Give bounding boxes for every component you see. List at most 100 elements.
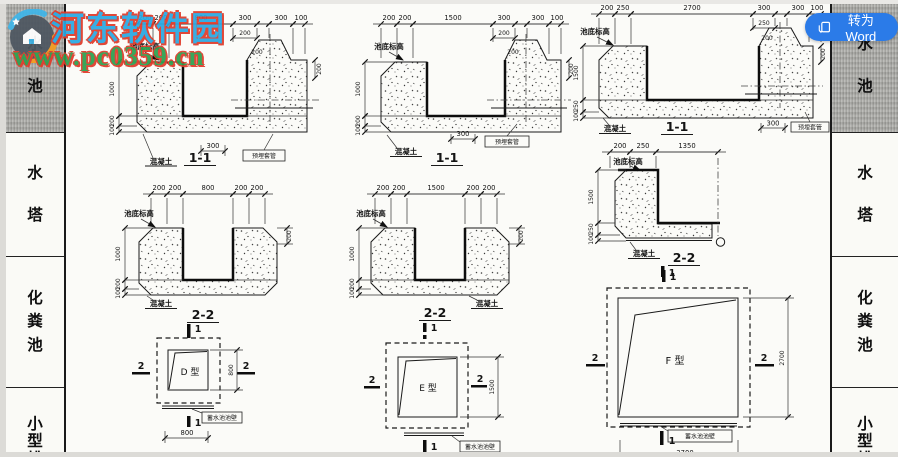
section-cut-number: 2 <box>369 375 376 386</box>
plan-type-e: E 型 2 2 1500 1 蓄水池池壁 <box>360 335 510 457</box>
concrete-label: 混凝土 <box>476 299 499 308</box>
dim-label: 1000 <box>349 246 356 261</box>
dim-label: 1500 <box>489 379 496 394</box>
dim-label: 200 <box>109 115 116 127</box>
section-cut-marker <box>586 364 605 367</box>
dim-label: 1500 <box>427 184 444 192</box>
elevation-label: 池底标高 <box>124 209 154 218</box>
dim-label: 200 <box>139 14 152 22</box>
dim-label: 200 <box>761 35 773 42</box>
sidebar-item-shuichi[interactable]: 水池 <box>6 0 64 133</box>
dim-label: 300 <box>457 130 470 138</box>
section-cut-number: 1 <box>195 418 202 429</box>
plan-type-label: D 型 <box>181 367 200 378</box>
dim-label: 300 <box>498 14 511 22</box>
page-top-edge <box>0 0 898 4</box>
dimension-lines <box>367 190 505 224</box>
plan-type-f: 1 F 型 2 2 2700 蓄水池池壁 1 2700 <box>575 268 825 457</box>
dim-label: 1500 <box>588 189 595 204</box>
dim-label: 300 <box>767 120 780 128</box>
convert-word-icon <box>818 21 831 33</box>
dim-label: 800 <box>195 14 208 22</box>
left-dimensions <box>361 58 395 136</box>
plan-type-d: D 型 2 2 800 蓄水池池壁 1 800 <box>110 332 300 457</box>
sidebar-item-shuita[interactable]: 水塔 <box>6 133 64 257</box>
section-cut-number: 1 <box>669 268 676 279</box>
dim-label: 250 <box>588 223 595 235</box>
section-cut-marker <box>660 431 664 445</box>
section-title: 1-1 <box>436 150 459 165</box>
sidebar-label: 小型排 <box>27 415 43 452</box>
concrete-section <box>380 39 562 133</box>
section-2-2-type-f: 200 250 1350 池底标高 1500 250 100 混凝土 2-2 1 <box>560 140 825 285</box>
right-index-column: 水池 水塔 化粪池 小型排 <box>830 0 898 452</box>
dim-label: 100 <box>349 287 356 299</box>
dim-label: 200 <box>467 184 480 192</box>
dim-label: 1350 <box>678 142 695 150</box>
left-dimensions <box>594 166 626 245</box>
dim-label: 1000 <box>109 81 116 96</box>
dimension-lines <box>129 20 313 58</box>
section-cut-number: 1 <box>431 442 438 452</box>
section-cut-marker <box>423 335 427 339</box>
dim-label: 1500 <box>573 65 580 80</box>
elevation-label: 池底标高 <box>356 209 386 218</box>
section-cut-marker <box>364 386 380 389</box>
left-dimensions <box>355 224 385 299</box>
dim-label: 200 <box>507 49 519 56</box>
dim-label: 300 <box>792 4 805 12</box>
sidebar-label: 化粪池 <box>857 290 873 354</box>
convert-button-label: 转为Word <box>845 13 877 44</box>
dim-label: 300 <box>758 4 771 12</box>
dim-label: 100 <box>551 14 564 22</box>
dim-label: 250 <box>637 142 650 150</box>
dim-label: 200 <box>518 230 525 242</box>
dim-label: 1500 <box>444 14 461 22</box>
dim-label: 200 <box>383 14 396 22</box>
section-cut-number: 1 <box>670 272 677 283</box>
excavation-outline <box>156 337 221 404</box>
section-cut-marker <box>662 270 666 282</box>
dim-label: 200 <box>820 48 827 60</box>
sidebar-item-huafenchi[interactable]: 化粪池 <box>832 257 898 388</box>
section-cut-marker <box>132 372 150 375</box>
sidebar-item-xiaoxingpai[interactable]: 小型排 <box>6 388 64 452</box>
sidebar-item-xiaoxingpai[interactable]: 小型排 <box>832 388 898 452</box>
section-title: 2-2 <box>192 307 215 322</box>
convert-to-word-button[interactable]: 转为Word <box>805 13 898 44</box>
dim-label: 200 <box>316 63 323 75</box>
dim-label: 200 <box>355 115 362 127</box>
section-title: 2-2 <box>424 305 447 320</box>
dim-label: 200 <box>169 184 182 192</box>
excavation-outline <box>385 342 469 429</box>
sleeve-label: 预埋套管 <box>252 152 276 160</box>
dim-label: 200 <box>377 184 390 192</box>
dim-label: 800 <box>202 184 215 192</box>
section-cut-marker <box>237 372 255 375</box>
left-dimensions <box>579 42 613 122</box>
dim-label: 200 <box>399 14 412 22</box>
sidebar-label: 水塔 <box>27 164 43 224</box>
dim-label: 300 <box>532 14 545 22</box>
tank-wall-outline <box>617 297 739 418</box>
sidebar-item-shuita[interactable]: 水塔 <box>832 133 898 257</box>
section-cut-marker <box>755 364 774 367</box>
dim-label: 100 <box>573 110 580 122</box>
dim-label: 250 <box>617 4 630 12</box>
sleeve-label: 预埋套管 <box>798 124 822 132</box>
dim-label: 200 <box>614 142 627 150</box>
dim-label: 200 <box>251 184 264 192</box>
dim-label: 100 <box>588 233 595 245</box>
tank-wall-outline <box>167 349 209 391</box>
section-2-2-type-e: 200 200 1500 200 200 池底标高 1000 200 100 2… <box>335 172 570 337</box>
section-cut-number: 2 <box>761 353 768 364</box>
section-title: 2-2 <box>673 250 696 265</box>
dim-label: 800 <box>228 364 235 376</box>
tank-wall-outline <box>397 356 458 418</box>
concrete-label: 混凝土 <box>604 124 627 133</box>
dim-label: 2700 <box>683 4 700 12</box>
sidebar-item-huafenchi[interactable]: 化粪池 <box>6 257 64 388</box>
concrete-section <box>614 169 713 239</box>
dimension-lines <box>143 190 273 224</box>
concrete-label: 混凝土 <box>150 157 173 166</box>
